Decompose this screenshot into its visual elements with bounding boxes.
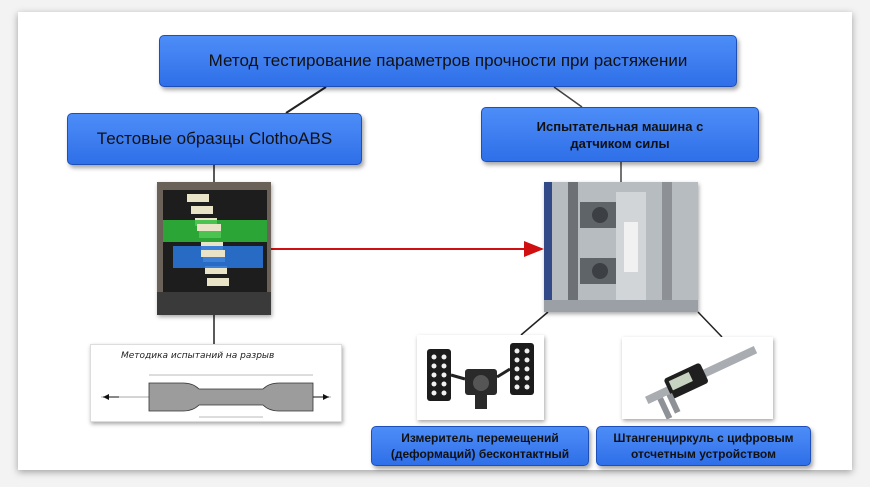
connector-machine-meter (520, 311, 549, 336)
connector-title-machine (553, 86, 583, 108)
node-test-samples: Тестовые образцы ClothoABS (67, 113, 362, 165)
node-testing-machine: Испытательная машина с датчиком силы (481, 107, 759, 162)
tensile-test-drawing: Методика испытаний на разрыв (90, 344, 342, 422)
node-displacement-meter: Измеритель перемещений (деформаций) беск… (371, 426, 589, 466)
testing-machine-photo (544, 182, 698, 312)
node-digital-caliper: Штангенциркуль с цифровым отсчетным устр… (596, 426, 811, 466)
connector-title-samples (285, 86, 327, 114)
displacement-meter-photo (417, 335, 544, 420)
connector-machine-caliper (697, 311, 723, 338)
drawing-title: Методика испытаний на разрыв (121, 351, 275, 361)
samples-photo (157, 182, 271, 315)
digital-caliper-photo (622, 337, 773, 419)
node-title: Метод тестирование параметров прочности … (159, 35, 737, 87)
slide: Метод тестирование параметров прочности … (18, 12, 852, 470)
connector-lines (213, 86, 723, 344)
